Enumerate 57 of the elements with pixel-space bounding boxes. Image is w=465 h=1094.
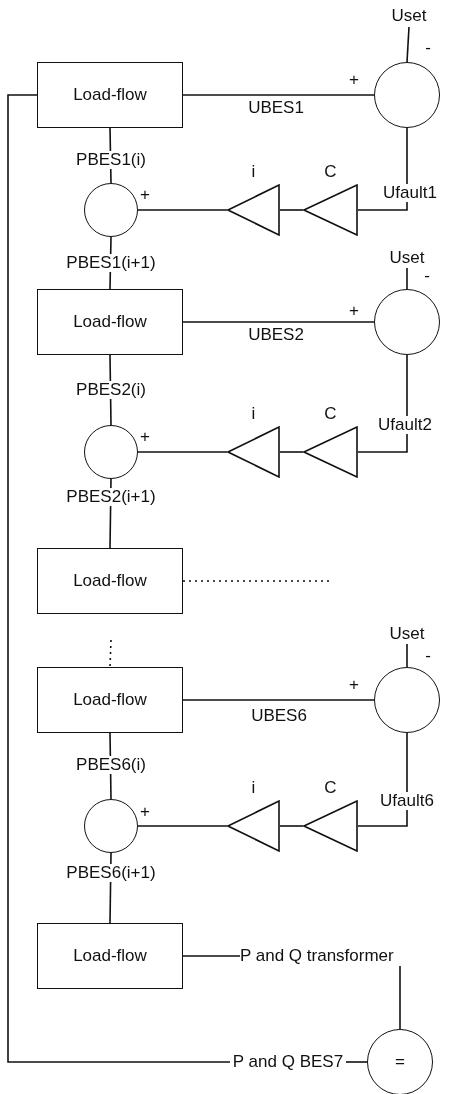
connector-line <box>137 209 228 211</box>
gain-label: i <box>251 404 256 425</box>
gain-label: i <box>251 162 256 183</box>
summing-junction <box>84 425 138 479</box>
connector-line <box>406 26 410 63</box>
gain-label: C <box>324 778 337 799</box>
edge-label: PBES1(i+1) <box>64 254 158 272</box>
gain-label: C <box>324 404 337 425</box>
summing-junction <box>84 183 138 237</box>
connector-line <box>182 94 375 96</box>
sign-label: + <box>140 803 150 821</box>
process-box: Load-flow <box>37 289 183 355</box>
sign-label: - <box>425 39 431 57</box>
comparator-circle: = <box>367 1029 433 1094</box>
edge-label: PBES6(i) <box>74 756 148 774</box>
signal-label: P and Q transformer <box>240 946 410 966</box>
connector-line <box>7 94 231 1063</box>
summing-junction <box>84 799 138 853</box>
edge-label: PBES2(i+1) <box>64 488 158 506</box>
edge-label: PBES1(i) <box>74 151 148 169</box>
signal-label: P and Q BES7 <box>230 1052 346 1072</box>
sign-label: + <box>140 428 150 446</box>
process-box: Load-flow <box>37 548 183 614</box>
sign-label: - <box>424 267 430 285</box>
sign-label: + <box>349 302 359 320</box>
edge-label: Ufault2 <box>376 416 434 434</box>
connector-line <box>182 321 375 323</box>
signal-label: Uset <box>387 248 427 268</box>
connector-line <box>137 451 228 453</box>
connector-line <box>357 354 408 453</box>
process-box: Load-flow <box>37 62 183 128</box>
edge-label: PBES2(i) <box>74 381 148 399</box>
process-box: Load-flow <box>37 667 183 733</box>
connector-line <box>137 825 228 827</box>
connector-line <box>279 209 304 211</box>
sign-label: + <box>349 71 359 89</box>
sign-label: - <box>425 647 431 665</box>
connector-line <box>406 267 408 290</box>
gain-label: C <box>324 162 337 183</box>
connector-line <box>399 965 401 1030</box>
process-box: Load-flow <box>37 923 183 989</box>
sign-label: + <box>140 186 150 204</box>
connector-line <box>406 643 408 668</box>
connector-line <box>279 825 304 827</box>
sign-label: + <box>349 676 359 694</box>
signal-label: Uset <box>389 5 429 27</box>
gain-label: i <box>251 778 256 799</box>
connector-line <box>357 732 408 827</box>
connector-line <box>345 1061 368 1063</box>
edge-label: Ufault1 <box>381 184 439 202</box>
edge-label: PBES6(i+1) <box>64 864 158 882</box>
dotted-connector <box>109 639 112 668</box>
signal-label: Uset <box>387 624 427 644</box>
connector-line <box>182 699 375 701</box>
edge-label: Ufault6 <box>378 792 436 810</box>
connector-line <box>182 955 241 957</box>
connector-line <box>279 451 304 453</box>
